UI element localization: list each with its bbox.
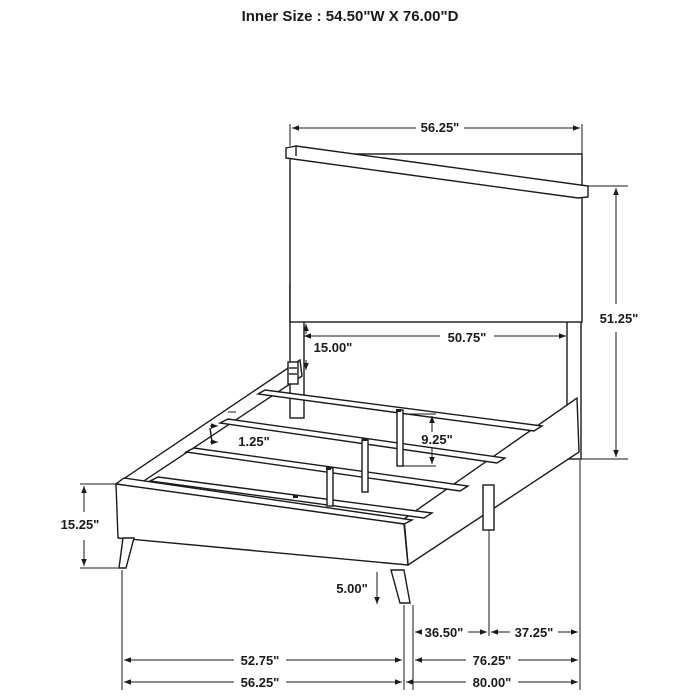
label-slat-gap: 1.25" <box>238 434 269 449</box>
slats <box>147 389 545 519</box>
label-footboard-height: 15.25" <box>61 517 100 532</box>
label-side-length: 76.25" <box>473 653 512 668</box>
dim-total-height <box>581 185 628 460</box>
headboard <box>285 145 589 460</box>
dim-footboard-height <box>80 483 118 569</box>
dim-bottom-row-1 <box>121 460 581 690</box>
label-side-front-length: 36.50" <box>425 625 464 640</box>
label-inner-width: 50.75" <box>448 330 487 345</box>
label-foot-inner-width: 52.75" <box>241 653 280 668</box>
label-rail-height: 9.25" <box>421 432 452 447</box>
dim-headboard-width <box>289 124 583 186</box>
dim-slat-gap <box>210 411 236 445</box>
diagram-title: Inner Size : 54.50"W X 76.00"D <box>241 8 459 25</box>
label-footboard-clearance: 5.00" <box>336 581 367 596</box>
dim-rail-height <box>403 413 436 467</box>
label-headboard-width: 56.25" <box>421 120 460 135</box>
footboard <box>114 477 415 604</box>
label-foot-width: 56.25" <box>241 675 280 690</box>
label-overall-length: 80.00" <box>473 675 512 690</box>
label-total-height: 51.25" <box>600 311 639 326</box>
label-side-back-length: 37.25" <box>515 625 554 640</box>
label-leg-height: 15.00" <box>314 340 353 355</box>
